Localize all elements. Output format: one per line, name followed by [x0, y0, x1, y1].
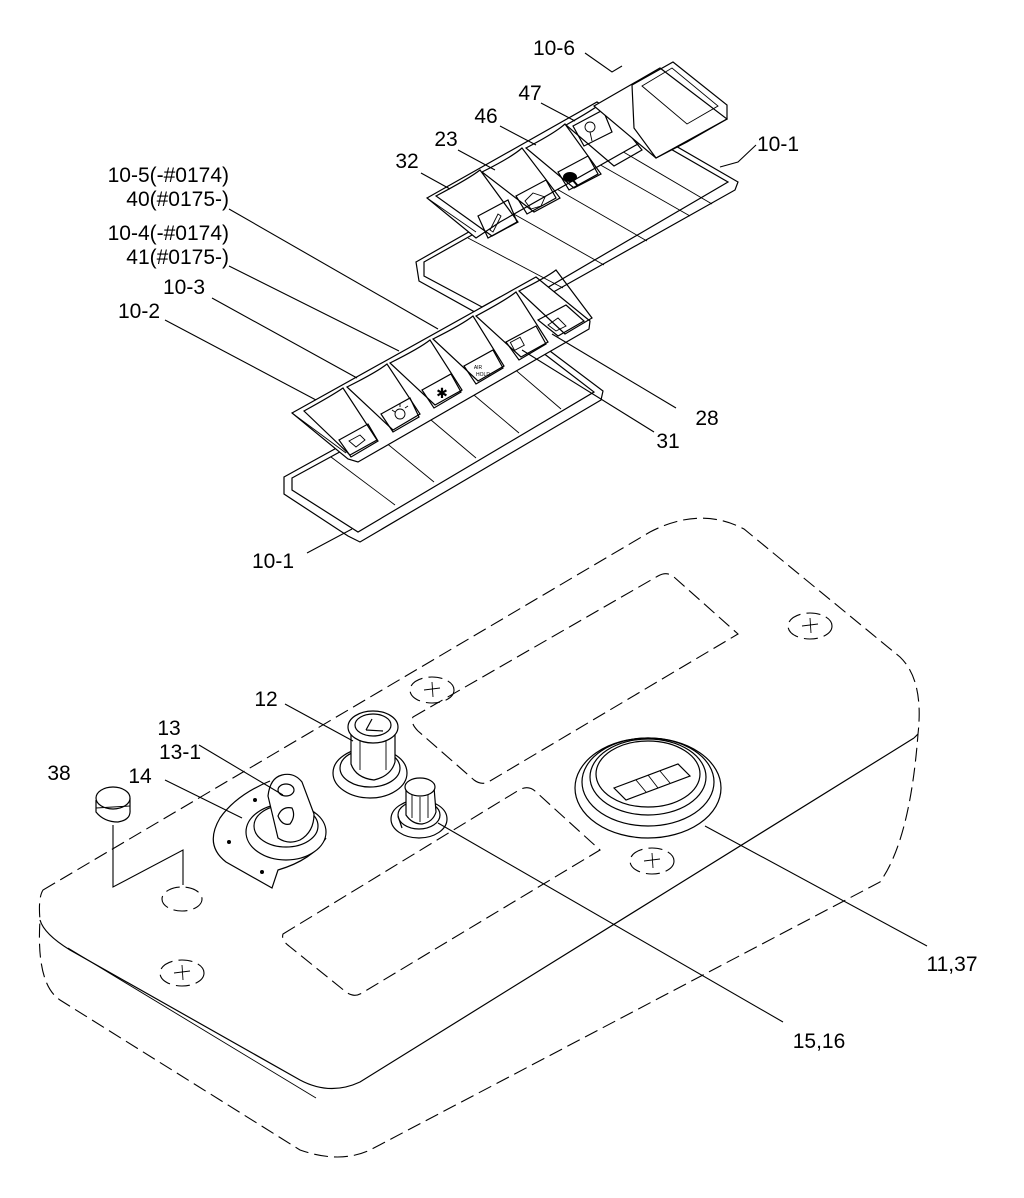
mounting-screw — [787, 612, 833, 640]
callout-12: 12 — [254, 688, 277, 711]
callout-10-6: 10-6 — [533, 37, 575, 60]
hour-meter-gauge — [574, 737, 722, 839]
callout-38: 38 — [47, 762, 70, 785]
console-housing — [38, 517, 920, 1158]
mounting-screw — [409, 676, 455, 704]
callout-13-1: 13-1 — [159, 741, 201, 764]
leader-lines — [112, 52, 928, 1023]
callout-23: 23 — [434, 128, 457, 151]
star-switch-icon: ✱ — [436, 385, 448, 401]
toggle-knob — [390, 777, 448, 839]
callout-10-1-upper: 10-1 — [757, 133, 799, 156]
callout-41: 41(#0175-) — [126, 246, 229, 269]
mounting-screw — [629, 847, 675, 875]
plug-hole — [161, 886, 203, 912]
callout-11-37: 11,37 — [927, 953, 978, 976]
callout-15-16: 15,16 — [793, 1030, 846, 1053]
callout-28: 28 — [695, 407, 718, 430]
upper-switch-panel — [415, 61, 739, 317]
callout-13: 13 — [157, 717, 180, 740]
callout-46: 46 — [474, 105, 497, 128]
callout-10-1-lower: 10-1 — [252, 550, 294, 573]
air-hold-label-bottom: HOLD — [476, 372, 490, 378]
callout-14: 14 — [128, 765, 152, 788]
callout-labels: 10-6 47 46 23 32 10-1 10-5(-#0174) 40(#0… — [47, 37, 977, 1053]
callout-10-4: 10-4(-#0174) — [108, 222, 229, 245]
callout-40: 40(#0175-) — [126, 188, 229, 211]
callout-10-3: 10-3 — [163, 276, 205, 299]
callout-47: 47 — [518, 82, 541, 105]
callout-31: 31 — [656, 430, 679, 453]
callout-10-2: 10-2 — [118, 300, 160, 323]
rotary-switch — [332, 710, 408, 799]
lower-switch-panel: ✱ AIR HOLD — [283, 269, 604, 543]
callout-32: 32 — [395, 150, 418, 173]
key-switch — [212, 773, 327, 889]
mounting-screw — [159, 959, 205, 987]
callout-10-5: 10-5(-#0174) — [108, 164, 229, 187]
blanking-plug — [95, 786, 131, 823]
air-hold-label-top: AIR — [474, 365, 483, 371]
